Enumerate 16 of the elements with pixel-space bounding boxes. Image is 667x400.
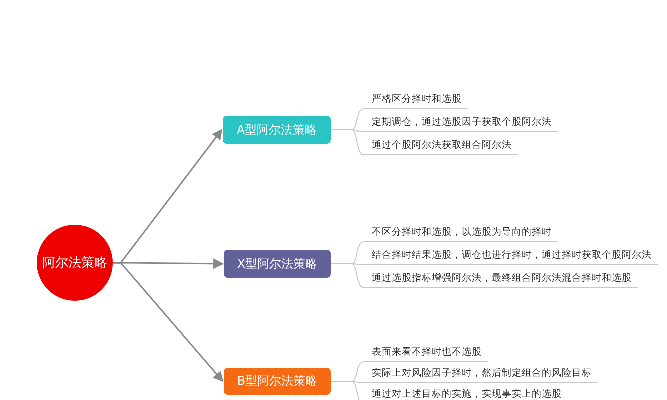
branch-box: X型阿尔法策略 <box>224 250 331 278</box>
branch-box: A型阿尔法策略 <box>223 116 331 144</box>
connector-line <box>330 130 364 156</box>
underlined-text: 不区分择时和选股，以选股为导向的择时 <box>364 223 558 242</box>
underlined-text: 通过对上述目标的实施，实现事实上的选股 <box>364 385 568 400</box>
underlined-text: 实际上对风险因子择时，然后制定组合的风险目标 <box>364 364 598 383</box>
underlined-text: 通过个股阿尔法获取组合阿尔法 <box>364 136 518 155</box>
underlined-text: 结合择时结果选股，调仓也进行择时，通过择时获取个股阿尔法 <box>364 246 658 265</box>
underlined-text: 通过选股指标增强阿尔法，最终组合阿尔法混合择时和选股 <box>364 269 638 288</box>
underlined-text: 定期调仓，通过选股因子获取个股阿尔法 <box>364 113 558 132</box>
arrow <box>113 262 224 382</box>
topic-circle: 阿尔法策略 <box>37 225 113 301</box>
branch-box: B型阿尔法策略 <box>224 368 331 395</box>
underlined-text: 严格区分择时和选股 <box>364 90 468 109</box>
connector-line <box>330 264 364 288</box>
underlined-text: 表面来看不择时也不选股 <box>364 343 488 362</box>
